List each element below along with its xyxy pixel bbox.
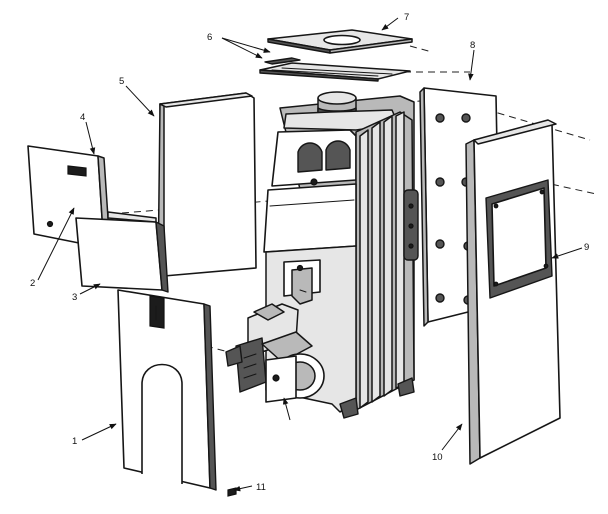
callout-labels: 1 2 3 4 5 6 7 8 9 10 11 — [30, 12, 589, 493]
right-front-panel — [465, 119, 561, 465]
callout-2: 2 — [30, 278, 35, 289]
left-side-panel — [157, 92, 257, 283]
top-gasket-strips — [259, 57, 411, 82]
callout-10: 10 — [432, 452, 443, 463]
callout-9: 9 — [584, 242, 589, 253]
callout-1: 1 — [72, 436, 77, 447]
leader-lines — [37, 17, 583, 492]
upper-front-panel — [75, 211, 169, 293]
lower-front-panel — [117, 289, 217, 491]
fastener-screw — [227, 487, 237, 497]
heat-exchanger-body — [263, 91, 419, 419]
callout-3: 3 — [72, 292, 77, 303]
callout-6: 6 — [207, 32, 212, 43]
callout-8: 8 — [470, 40, 475, 51]
side-access-cover — [485, 179, 553, 299]
callout-7: 7 — [404, 12, 409, 23]
callout-4: 4 — [80, 112, 85, 123]
callout-5: 5 — [119, 76, 124, 87]
burner-assembly — [225, 303, 325, 403]
callout-11: 11 — [256, 482, 266, 493]
top-cover-plate — [267, 29, 413, 54]
